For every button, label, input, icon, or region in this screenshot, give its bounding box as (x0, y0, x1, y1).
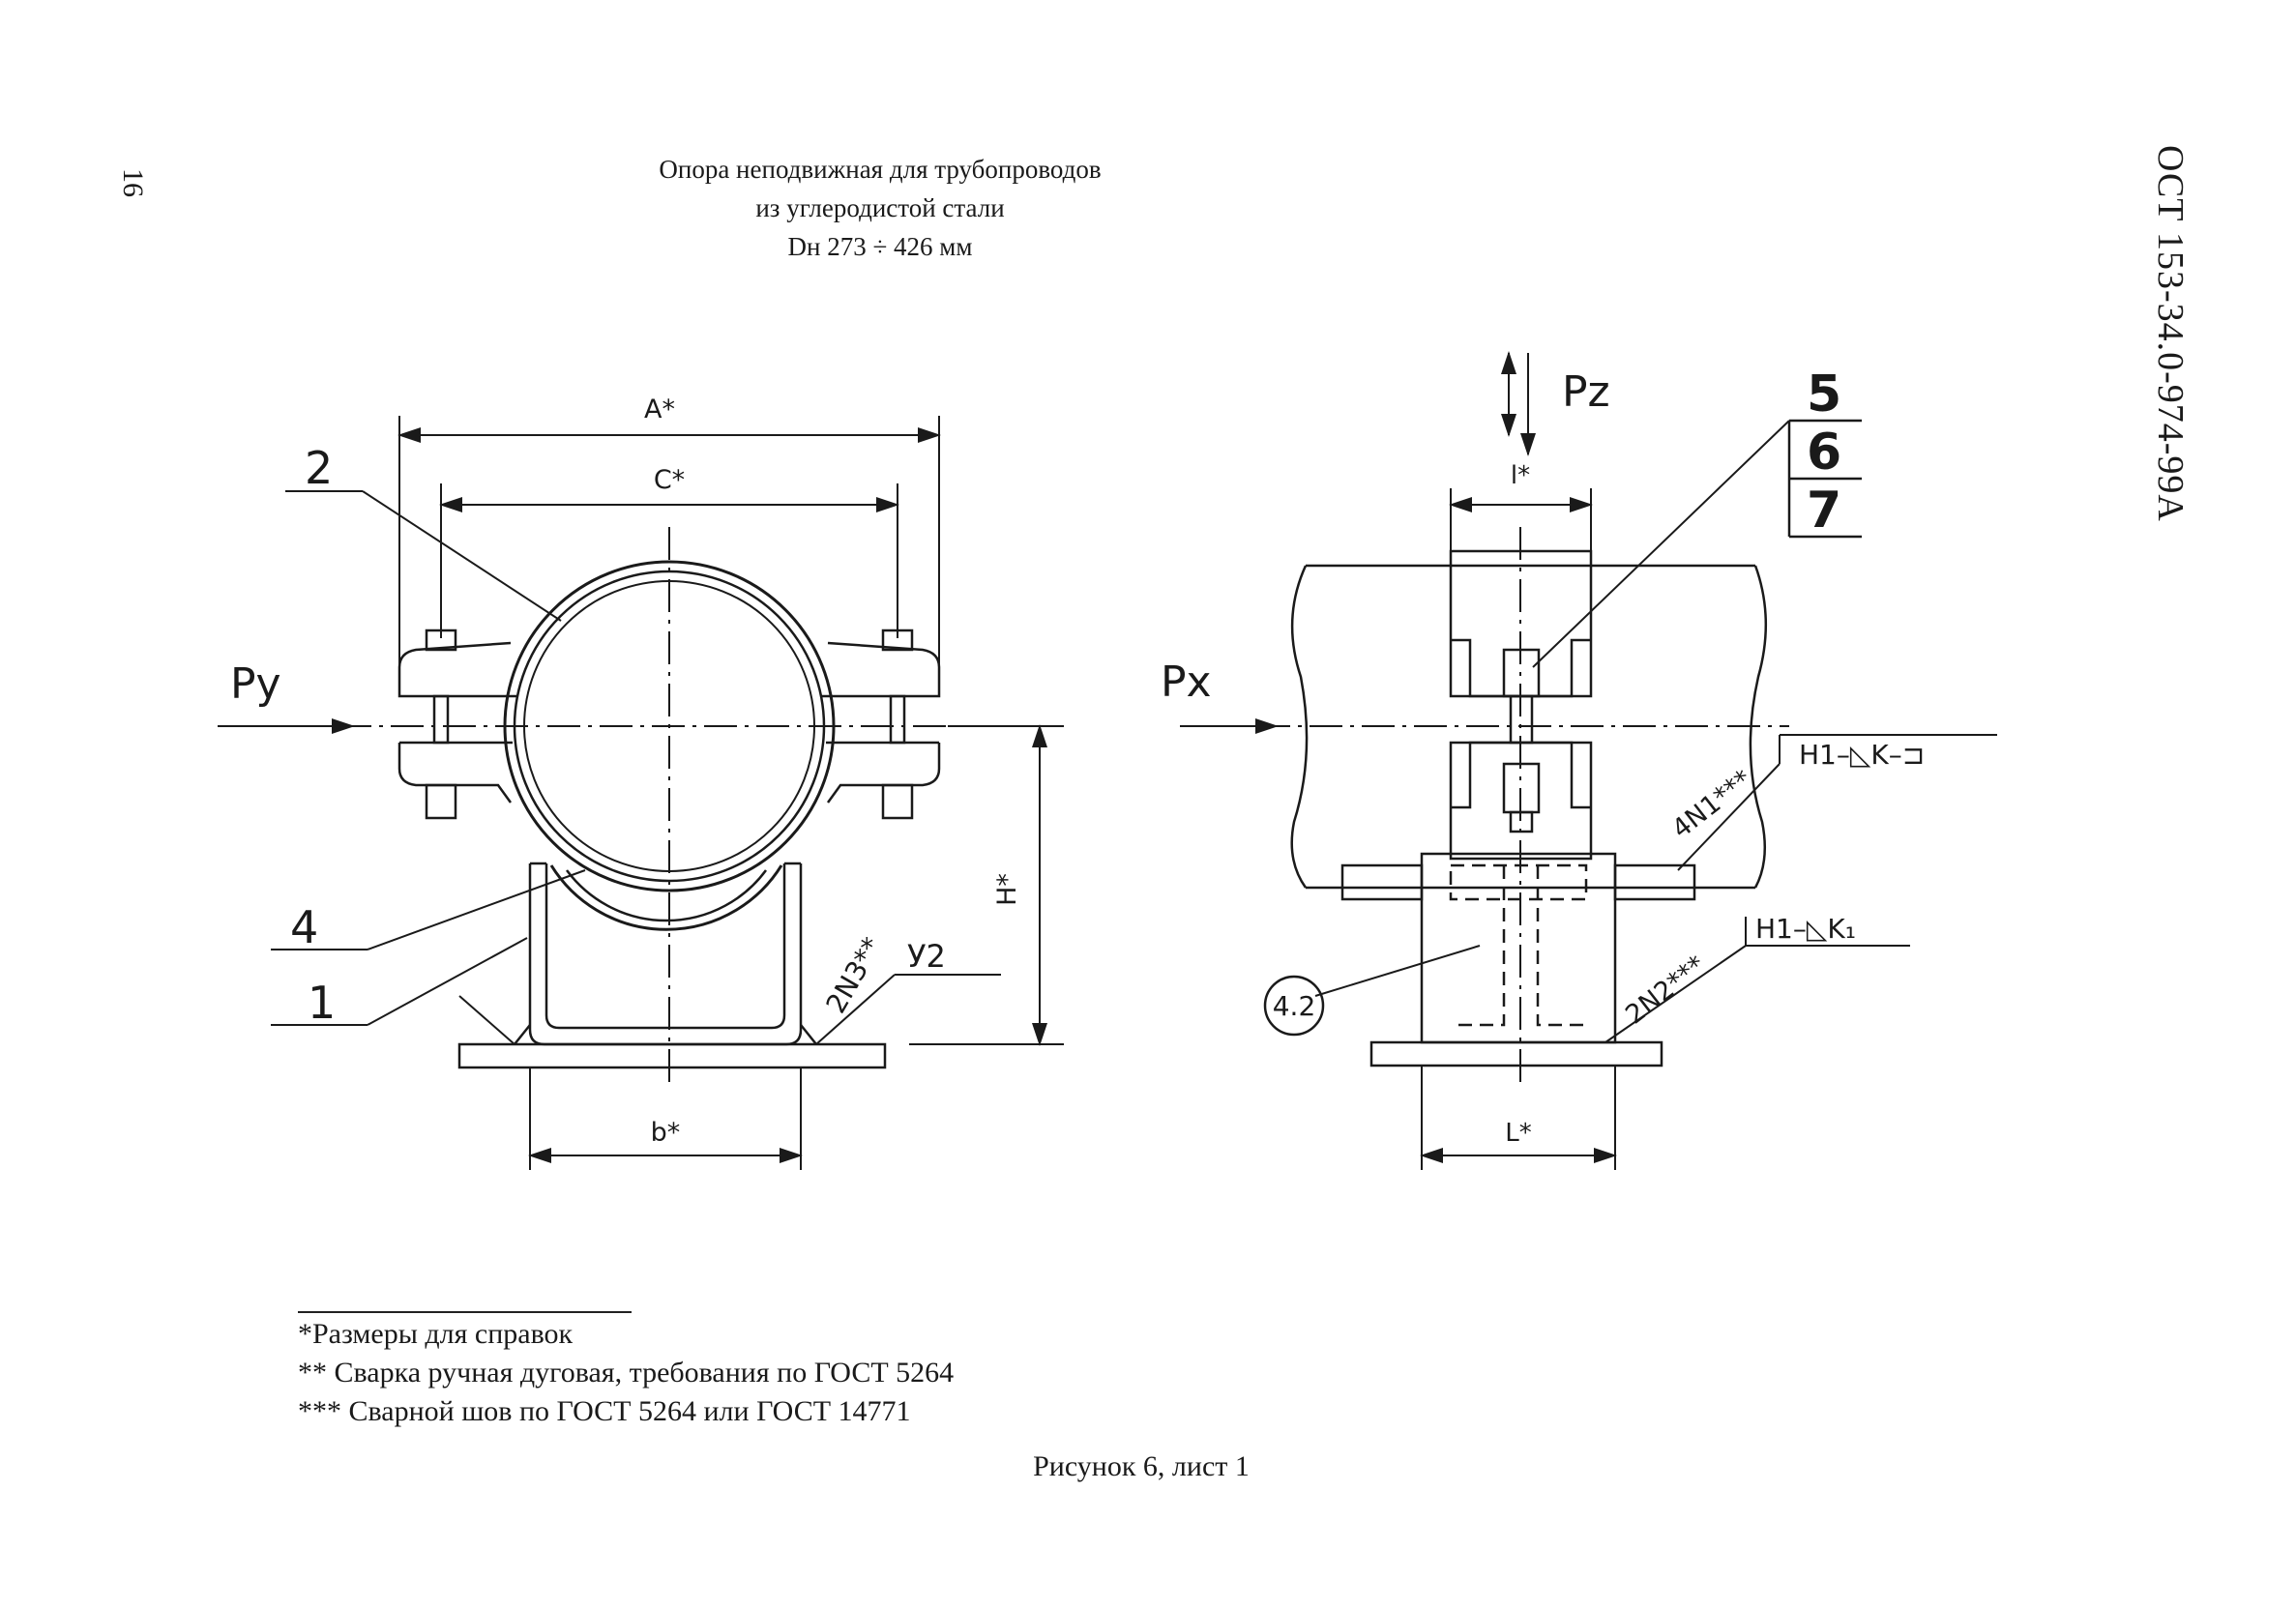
liner-pad (549, 864, 783, 931)
weld-symbol-y2: У2 (907, 938, 946, 975)
callout-7-label: 7 (1807, 482, 1841, 540)
u-support-outer (528, 863, 803, 1046)
clamp-lower-ear-right (826, 743, 941, 804)
footnote-3: *** Сварной шов по ГОСТ 5264 или ГОСТ 14… (298, 1395, 911, 1427)
base-plate (457, 1042, 887, 1069)
liner-pad-inner (565, 869, 768, 922)
figure-caption: Рисунок 6, лист 1 (1033, 1450, 1250, 1482)
callout-1-label: 1 (308, 977, 336, 1029)
footnote-2: ** Сварка ручная дуговая, требования по … (298, 1357, 955, 1389)
dim-l-bottom-label: L* (1505, 1119, 1532, 1148)
stop-bar-left (1340, 863, 1424, 901)
callout-table (1532, 419, 1862, 668)
force-py-label: Py (230, 659, 281, 709)
bolt-shank-left (432, 694, 450, 745)
weld-left (514, 1024, 531, 1045)
callout-4-label: 4 (290, 901, 318, 953)
footnote-rule (298, 1311, 632, 1313)
callout-4-2-circle (1263, 975, 1325, 1037)
clamp-lower-ear-left (397, 743, 513, 804)
dim-a-label: A* (644, 395, 675, 424)
side-centerlines (1257, 527, 1789, 1083)
weld-top-note: 4N1*** (1666, 765, 1757, 845)
pipe-break-left (1290, 565, 1309, 889)
side-dimensions (1180, 351, 1617, 1170)
nut-lower-right (881, 783, 914, 820)
title-line-2: из углеродистой стали (755, 193, 1005, 222)
callout-5-label: 5 (1807, 365, 1841, 424)
weld-top-symbol: Н1–◺K–⊐ (1799, 739, 1925, 771)
side-base-plate (1369, 1040, 1663, 1067)
dim-b-label: b* (651, 1118, 681, 1148)
u-support-inner (545, 863, 786, 1030)
dim-l-top-label: l* (1511, 461, 1530, 490)
force-pz-label: Pz (1562, 367, 1610, 417)
dim-h-label: H* (992, 873, 1022, 906)
title-line-1: Опора неподвижная для трубопроводов (659, 155, 1102, 184)
bolt-shank-right (889, 694, 906, 745)
stop-bar-right (1613, 863, 1696, 901)
nut-lower-left (425, 783, 457, 820)
dim-c-label: C* (654, 465, 685, 495)
force-px-label: Px (1161, 658, 1212, 707)
callout-6-label: 6 (1807, 424, 1841, 482)
clamp-upper-ear-left (397, 641, 517, 698)
clamp-upper-ear-right (821, 641, 941, 698)
weld-right (800, 1024, 817, 1045)
weld-note-2n3: 2N3** (819, 932, 888, 1019)
callout-2-label: 2 (305, 442, 333, 494)
side-labels: l* L* Px Pz 5 6 7 4.2 Н1–◺K–⊐ 4N1*** Н1–… (1161, 365, 1925, 1148)
front-centerlines (339, 527, 1025, 1083)
support-hidden-web (1451, 865, 1586, 1027)
side-leaders (1314, 734, 1997, 1043)
pipe-break-right (1749, 565, 1768, 889)
footnote-1: *Размеры для справок (298, 1318, 574, 1350)
front-leaders (271, 490, 1001, 1045)
front-dimensions (218, 416, 1064, 1170)
front-labels: A* C* b* H* Py 2 4 1 У2 2N3** (230, 395, 1022, 1148)
callout-4-2-label: 4.2 (1273, 990, 1316, 1022)
stop-bar-hidden (1449, 863, 1588, 901)
drawing-title: Опора неподвижная для трубопроводов из у… (580, 150, 1180, 266)
footnotes: *Размеры для справок ** Сварка ручная ду… (298, 1315, 954, 1431)
document-code: ОСТ 153-34.0-974-99А (2150, 145, 2191, 522)
weld-bottom-symbol: Н1–◺K₁ (1755, 913, 1856, 945)
weld-bottom-note: 2N2*** (1620, 950, 1711, 1031)
title-line-3: Dн 273 ÷ 426 мм (787, 232, 973, 261)
